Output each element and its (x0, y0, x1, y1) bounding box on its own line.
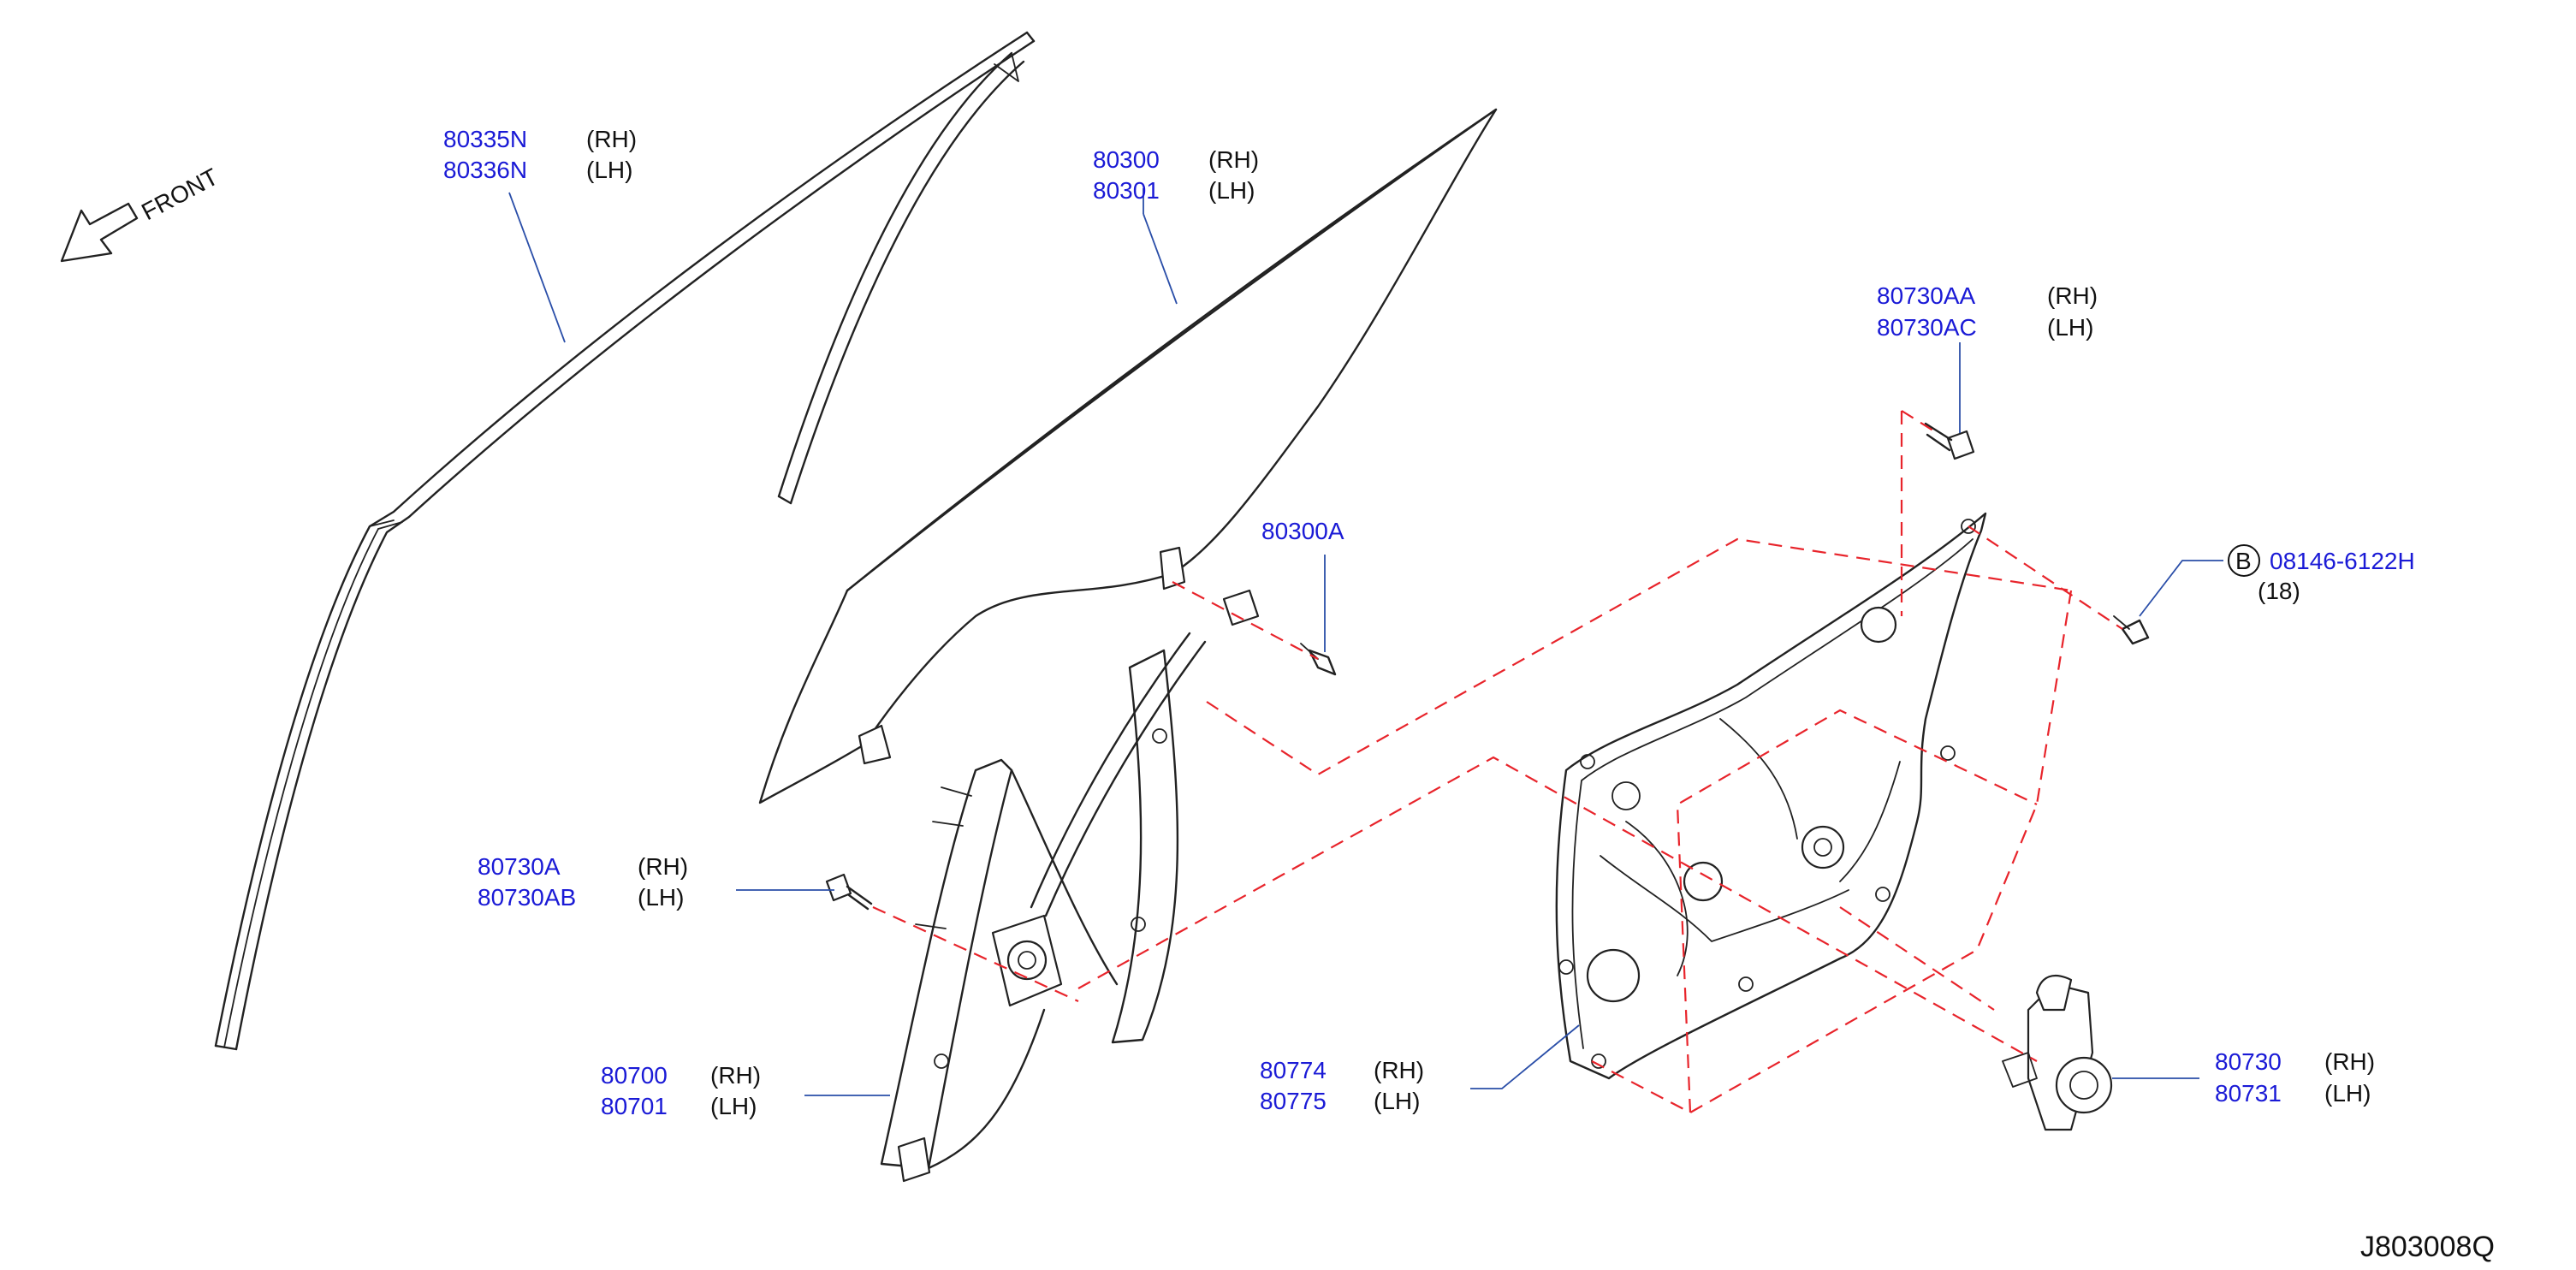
regulator-lh-side: (LH) (710, 1093, 757, 1119)
window-regulator-drawing (880, 589, 1260, 1183)
panel-bolt-drawing (1924, 422, 1975, 460)
module-panel-lh-part: 80775 (1260, 1088, 1327, 1114)
regulator-rh-side: (RH) (710, 1062, 761, 1089)
sash-rh-side: (RH) (586, 126, 637, 152)
glass-rh-part: 80300 (1093, 146, 1160, 173)
front-arrow-icon (60, 202, 139, 263)
regulator-lh-part: 80701 (601, 1093, 668, 1119)
clip-badge (2228, 544, 2260, 577)
motor-lh-side: (LH) (2324, 1080, 2371, 1107)
door-sash-drawing (214, 31, 1036, 1051)
regulator-bolt-drawing (825, 873, 873, 911)
diagram-code: J803008Q (2360, 1231, 2495, 1263)
regulator-bolt-rh-part: 80730A (478, 853, 561, 880)
panel-bolt-rh-side: (RH) (2047, 282, 2098, 309)
regulator-bolt-rh-side: (RH) (638, 853, 688, 880)
regulator-rh-part: 80700 (601, 1062, 668, 1089)
front-label: FRONT (137, 163, 223, 226)
glass-clip-part: 80300A (1261, 518, 1344, 544)
glass-lh-part: 80301 (1093, 177, 1160, 204)
sash-rh-part: 80335N (443, 126, 527, 152)
clip-drawing (2113, 615, 2150, 645)
clip-qty: (18) (2258, 578, 2300, 604)
window-motor-drawing (2002, 974, 2113, 1131)
module-panel-rh-part: 80774 (1260, 1057, 1327, 1083)
panel-bolt-rh-part: 80730AA (1877, 282, 1976, 309)
sash-lh-part: 80336N (443, 157, 527, 183)
motor-rh-side: (RH) (2324, 1048, 2375, 1075)
glass-lh-side: (LH) (1208, 177, 1255, 204)
motor-rh-part: 80730 (2215, 1048, 2282, 1075)
module-panel-lh-side: (LH) (1374, 1088, 1420, 1114)
clip-badge-letter: B (2235, 548, 2252, 574)
motor-lh-part: 80731 (2215, 1080, 2282, 1107)
regulator-bolt-lh-part: 80730AB (478, 884, 576, 911)
door-module-panel-drawing (1555, 512, 1987, 1080)
panel-bolt-lh-side: (LH) (2047, 314, 2093, 341)
sash-lh-side: (LH) (586, 157, 632, 183)
clip-part: 08146-6122H (2270, 548, 2415, 574)
door-glass-drawing (758, 108, 1498, 804)
panel-bolt-lh-part: 80730AC (1877, 314, 1977, 341)
assembly-lines (872, 410, 2123, 1114)
glass-rh-side: (RH) (1208, 146, 1259, 173)
regulator-bolt-lh-side: (LH) (638, 884, 684, 911)
module-panel-rh-side: (RH) (1374, 1057, 1424, 1083)
